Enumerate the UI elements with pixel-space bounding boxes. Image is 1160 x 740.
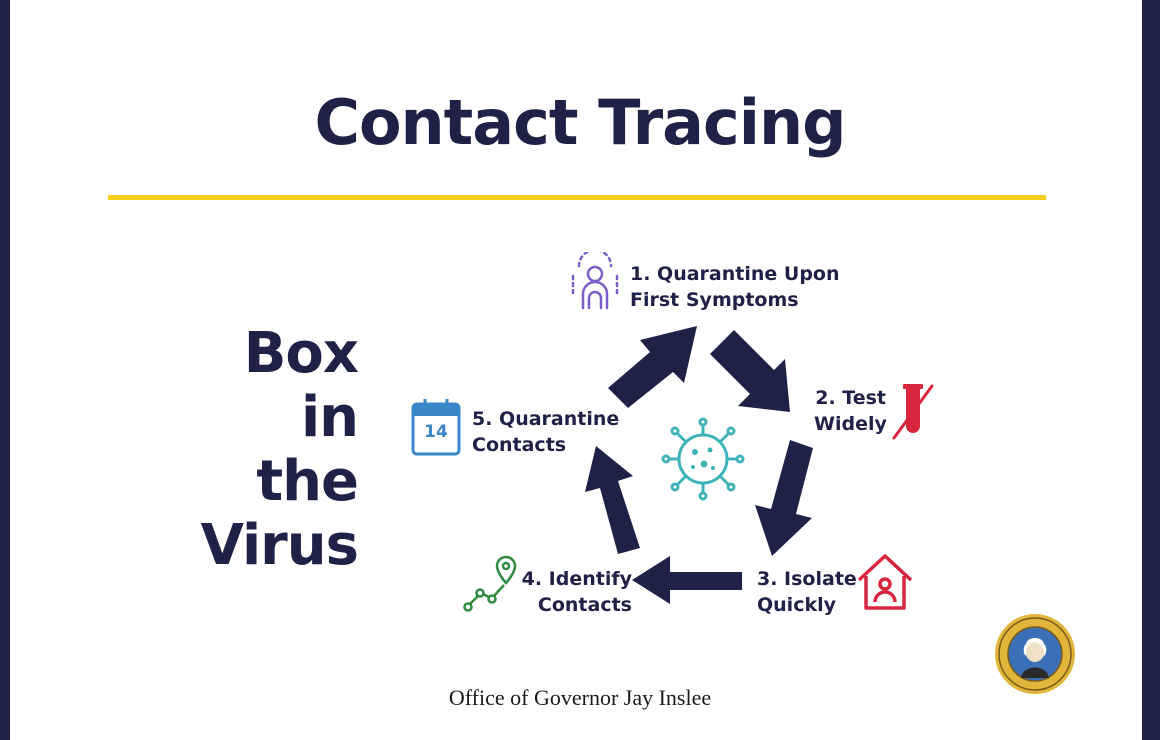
slogan-line: Box: [243, 321, 359, 386]
step-2-line-2: Widely: [814, 413, 887, 435]
step-3-line-1: 3. Isolate: [757, 568, 857, 590]
calendar-icon: 14: [410, 396, 462, 458]
calendar-number: 14: [424, 422, 448, 442]
step-3-label: 3. Isolate Quickly: [757, 566, 857, 618]
step-1-line-1: 1. Quarantine Upon: [630, 263, 840, 285]
arrow-4-to-5: [585, 446, 640, 554]
step-5-label: 5. Quarantine Contacts: [472, 406, 619, 458]
person-quarantine-icon: [571, 252, 619, 310]
slogan-line: in: [300, 385, 359, 450]
step-4-line-2: Contacts: [537, 594, 632, 616]
slogan-line: the: [256, 449, 359, 514]
virus-icon: [661, 417, 745, 501]
slogan-line: Virus: [200, 513, 359, 578]
step-1-line-2: First Symptoms: [630, 289, 799, 311]
step-1-label: 1. Quarantine Upon First Symptoms: [630, 261, 840, 313]
arrow-2-to-3: [755, 440, 813, 556]
infographic-card: [10, 0, 1142, 740]
step-4-line-1: 4. Identify: [521, 568, 632, 590]
house-isolate-icon: [857, 554, 913, 610]
footer-credit: Office of Governor Jay Inslee: [448, 685, 712, 710]
title-divider: [108, 195, 1046, 200]
step-2-line-1: 2. Test: [815, 387, 886, 409]
state-seal-icon: [995, 614, 1075, 694]
page-title: Contact Tracing: [314, 86, 846, 159]
arrow-3-to-4: [632, 556, 742, 604]
step-4-label: 4. Identify Contacts: [520, 566, 632, 618]
step-5-line-1: 5. Quarantine: [472, 408, 620, 430]
step-5-line-2: Contacts: [472, 434, 567, 456]
step-3-line-2: Quickly: [757, 594, 836, 616]
test-tube-icon: [892, 384, 934, 440]
slogan: Box in the Virus: [200, 321, 359, 578]
contact-trace-icon: [463, 555, 517, 612]
arrow-5-to-1: [608, 326, 697, 408]
step-2-label: 2. Test Widely: [814, 385, 887, 437]
arrow-1-to-2: [710, 330, 790, 412]
calendar-graphic: [411, 399, 461, 456]
